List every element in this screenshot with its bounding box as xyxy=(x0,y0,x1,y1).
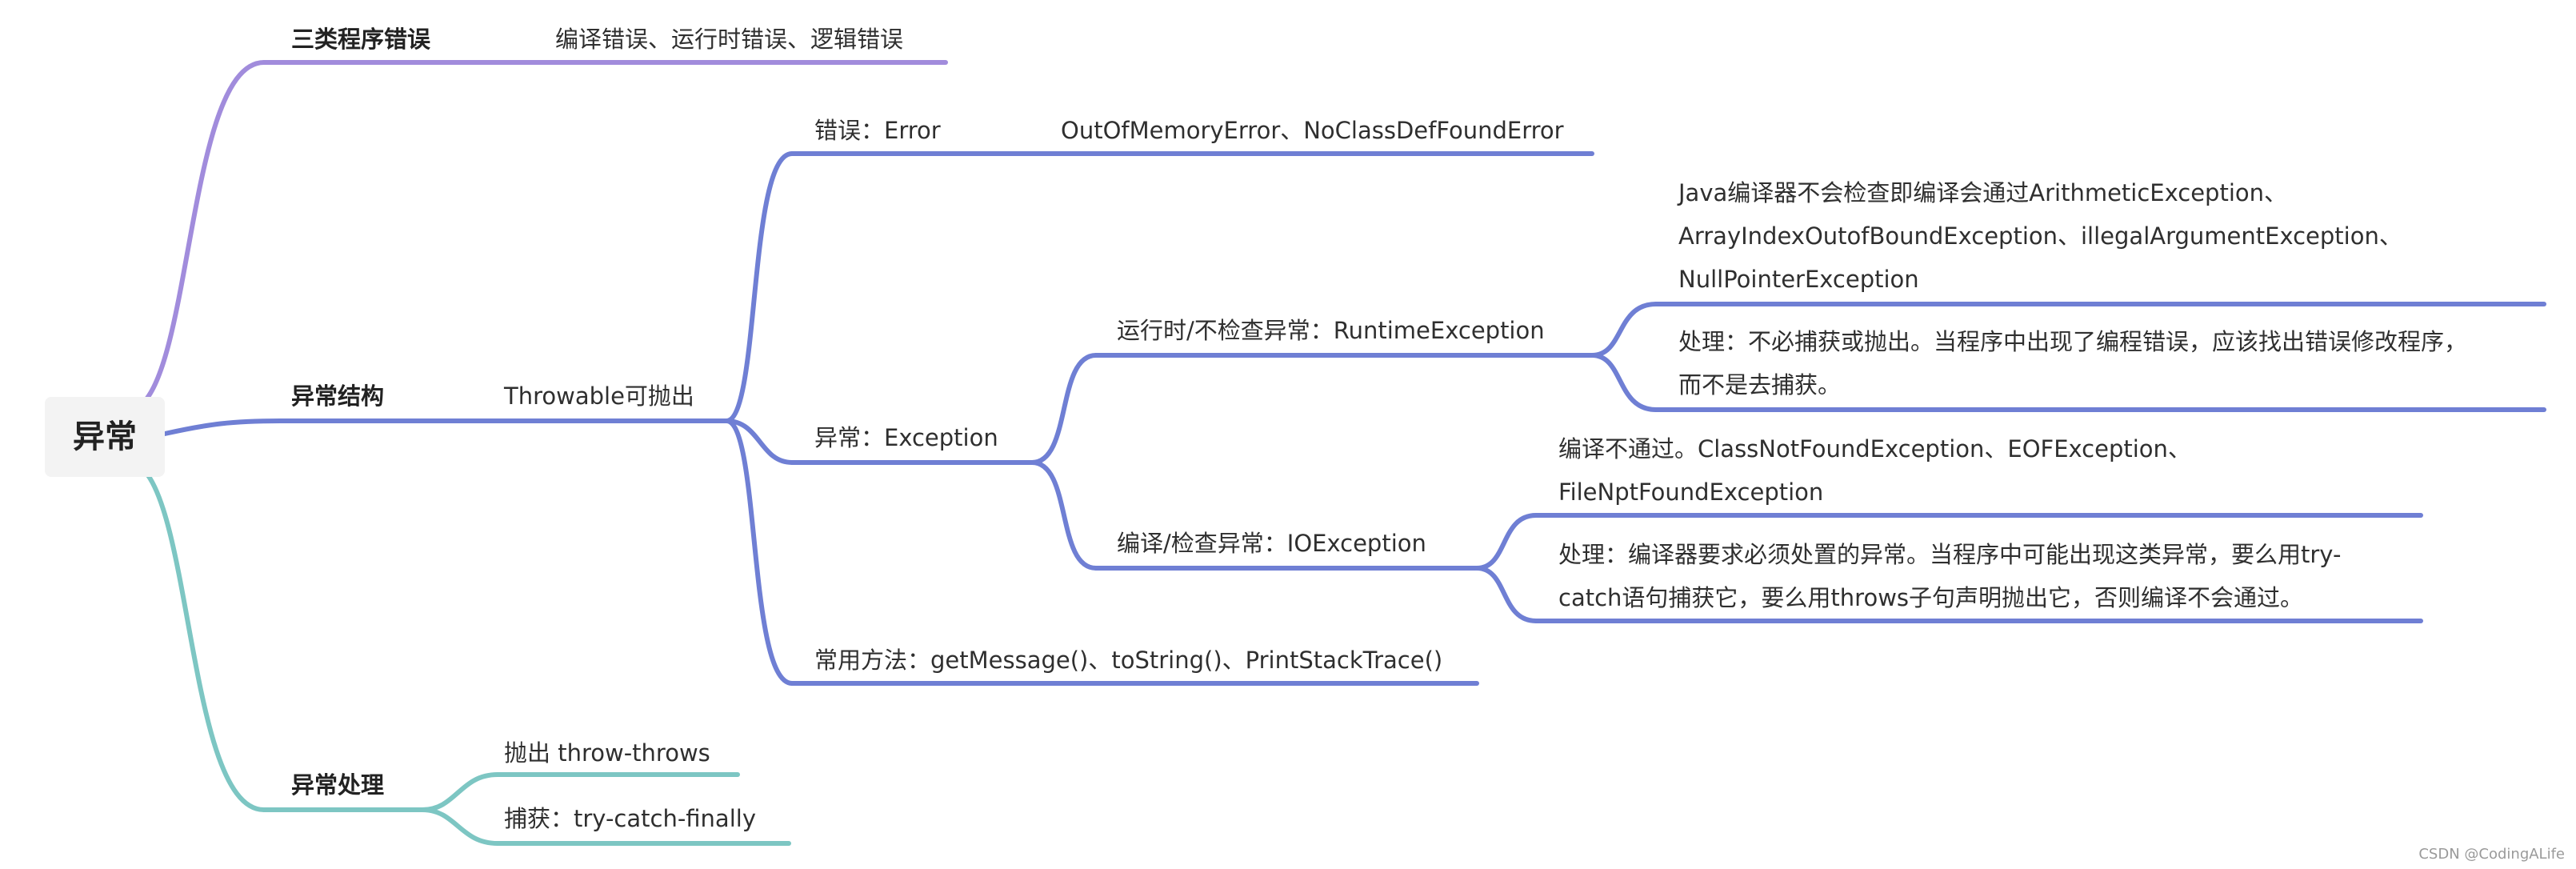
root-node-label: 异常 xyxy=(73,418,137,455)
root-node-box[interactable] xyxy=(45,397,165,477)
runtime-handling-line: 处理：不必捕获或抛出。当程序中出现了编程错误，应该找出错误修改程序， xyxy=(1678,328,2468,355)
node-runtime-note[interactable]: Java编译器不会检查即编译会通过ArithmeticException、 Ar… xyxy=(1678,171,2402,301)
node-methods[interactable]: 常用方法：getMessage()、toString()、PrintStackT… xyxy=(814,647,1443,674)
link-checked xyxy=(1030,460,1098,571)
watermark: CSDN @CodingALife xyxy=(2418,846,2565,863)
node-error-types[interactable]: 三类程序错误 xyxy=(291,26,431,53)
node-checked-handling[interactable]: 处理：编译器要求必须处置的异常。当程序中可能出现这类异常，要么用try- cat… xyxy=(1558,533,2341,619)
node-catch[interactable]: 捕获：try-catch-finally xyxy=(504,805,756,832)
node-error[interactable]: 错误：Error xyxy=(814,117,941,144)
node-handling[interactable]: 异常处理 xyxy=(291,771,385,799)
checked-handling-line: catch语句捕获它，要么用throws子句声明抛出它，否则编译不会通过。 xyxy=(1558,584,2304,611)
node-runtime-handling[interactable]: 处理：不必捕获或抛出。当程序中出现了编程错误，应该找出错误修改程序， 而不是去捕… xyxy=(1678,320,2467,406)
link-catch xyxy=(420,807,500,846)
runtime-note-line: Java编译器不会检查即编译会通过ArithmeticException、 xyxy=(1678,179,2288,206)
link-exception xyxy=(724,418,794,465)
link-throw xyxy=(420,772,500,812)
link-runtime xyxy=(1030,353,1098,465)
node-error-detail[interactable]: OutOfMemoryError、NoClassDefFoundError xyxy=(1061,117,1564,144)
link-error-types xyxy=(143,60,266,402)
node-exception[interactable]: 异常：Exception xyxy=(814,424,998,451)
link-checked-handling xyxy=(1474,566,1538,623)
link-checked-note xyxy=(1474,513,1538,571)
node-checked-note[interactable]: 编译不通过。ClassNotFoundException、EOFExceptio… xyxy=(1558,427,2191,514)
node-runtime[interactable]: 运行时/不检查异常：RuntimeException xyxy=(1117,317,1545,344)
runtime-note-line: NullPointerException xyxy=(1678,266,1919,293)
node-error-types-detail[interactable]: 编译错误、运行时错误、逻辑错误 xyxy=(555,26,904,53)
link-methods xyxy=(724,418,794,686)
runtime-note-line: ArrayIndexOutofBoundException、illegalArg… xyxy=(1678,222,2402,250)
link-structure xyxy=(162,418,282,436)
link-runtime-note xyxy=(1590,302,1658,358)
checked-note-line: FileNptFoundException xyxy=(1558,479,1824,506)
node-structure[interactable]: 异常结构 xyxy=(291,382,385,410)
link-handling xyxy=(143,470,266,812)
node-checked[interactable]: 编译/检查异常：IOException xyxy=(1117,530,1426,557)
node-throw[interactable]: 抛出 throw-throws xyxy=(504,739,710,767)
runtime-handling-line: 而不是去捕获。 xyxy=(1678,371,1842,398)
checked-note-line: 编译不通过。ClassNotFoundException、EOFExceptio… xyxy=(1558,435,2191,463)
node-throwable[interactable]: Throwable可抛出 xyxy=(504,382,694,410)
checked-handling-line: 处理：编译器要求必须处置的异常。当程序中可能出现这类异常，要么用try- xyxy=(1558,541,2342,568)
link-error xyxy=(724,151,794,423)
link-runtime-handling xyxy=(1590,353,1658,412)
